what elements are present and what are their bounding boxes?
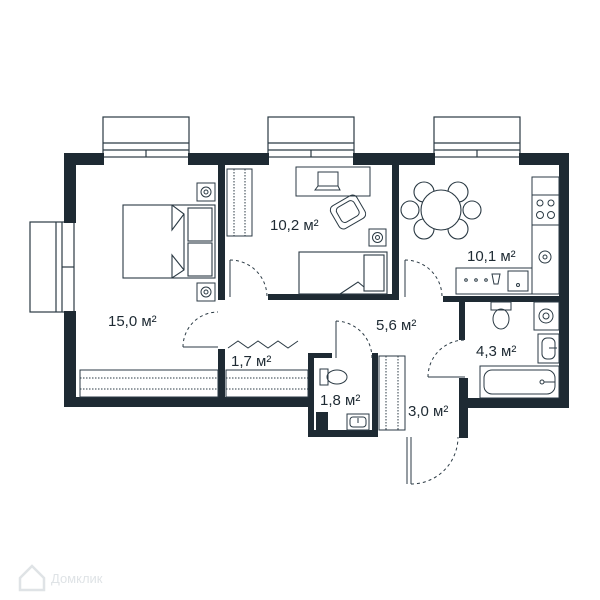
entry-area-label: 3,0 м² <box>408 403 448 420</box>
double-bed <box>122 204 216 279</box>
bathroom-area-label: 4,3 м² <box>476 343 516 360</box>
kitchen-counter <box>455 176 560 295</box>
interior-walls <box>218 163 559 437</box>
office-chair <box>329 194 367 230</box>
toilet-area-label: 1,8 м² <box>320 392 360 409</box>
bedroom-area-label: 15,0 м² <box>108 313 157 330</box>
watermark-text: Домклик <box>51 571 103 586</box>
watermark: Домклик <box>18 564 103 592</box>
window-left <box>29 221 75 313</box>
window-top-right <box>433 116 521 158</box>
house-logo-icon <box>18 564 46 592</box>
office-nightstand <box>368 228 387 247</box>
toilet-fixtures <box>319 368 370 431</box>
single-bed <box>298 251 388 295</box>
office-area-label: 10,2 м² <box>270 217 319 234</box>
wardrobe-closet <box>225 369 309 398</box>
wardrobe-office <box>226 168 253 237</box>
wardrobe-bedroom <box>79 369 219 398</box>
doors <box>182 259 466 485</box>
hall-area-label: 5,6 м² <box>376 317 416 334</box>
desk-with-laptop <box>295 166 371 197</box>
bathroom-fixtures <box>479 301 560 399</box>
closet-area-label: 1,7 м² <box>231 353 271 370</box>
nightstand-top <box>196 182 216 202</box>
exterior-walls <box>64 153 569 438</box>
window-top-left <box>102 116 190 158</box>
dining-table <box>400 181 482 240</box>
wardrobe-entry <box>378 355 406 431</box>
window-top-middle <box>267 116 355 158</box>
kitchen-area-label: 10,1 м² <box>467 248 516 265</box>
nightstand-bottom <box>196 282 216 302</box>
